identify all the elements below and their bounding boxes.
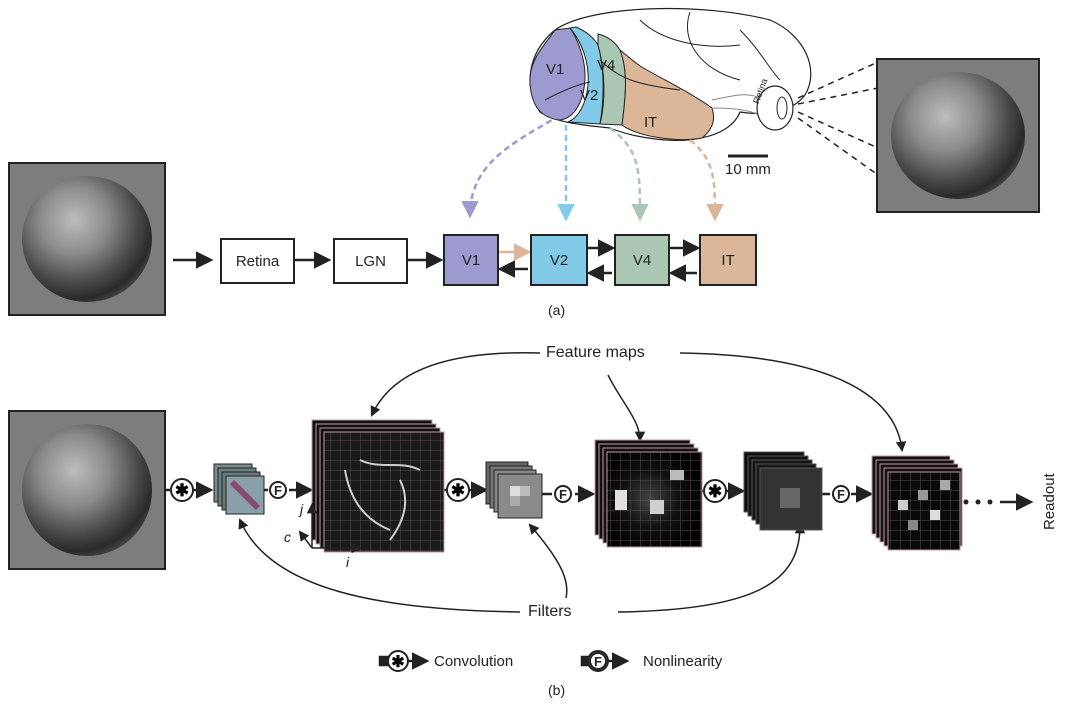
retina-box: Retina <box>220 238 295 284</box>
legend-conv-glyph: ✱ <box>391 654 404 671</box>
brain-v2-label: V2 <box>580 87 599 104</box>
filter-stack-3 <box>743 451 823 531</box>
feature-map-stack-1 <box>311 419 445 553</box>
operators: ✱ ✱ ✱ <box>170 478 727 503</box>
legend-convolution-label: Convolution <box>434 653 514 670</box>
readout-label: Readout <box>1041 473 1058 530</box>
conv-op-1: ✱ <box>170 478 194 502</box>
feature-maps-label: Feature maps <box>546 344 645 361</box>
it-label: IT <box>721 251 735 269</box>
input-image-a <box>8 162 166 316</box>
retina-label: Retina <box>235 252 280 270</box>
f-glyph: F <box>837 486 845 502</box>
input-image-b <box>8 410 166 570</box>
nonlinearity-op-1: F <box>269 481 287 499</box>
f-glyph: F <box>559 486 567 502</box>
legend-nonlinearity-label: Nonlinearity <box>643 653 723 670</box>
v2-box: V2 <box>530 234 588 286</box>
feature-map-stack-3 <box>871 455 963 551</box>
filter-stack-1 <box>213 463 265 515</box>
axis-c-label: c <box>284 529 291 545</box>
svg-text:✱: ✱ <box>708 482 722 501</box>
feature-map-stack-2 <box>594 439 703 548</box>
v4-projection <box>609 126 649 222</box>
ellipsis-dots <box>963 499 993 505</box>
filter-stack-2 <box>485 461 543 519</box>
conv-op-2: ✱ <box>446 478 470 502</box>
caption-a: (a) <box>548 302 566 318</box>
v1-projection <box>461 113 561 219</box>
conv-chain <box>163 481 1034 511</box>
v1-box: V1 <box>443 234 499 286</box>
axis-i-label: i <box>346 554 350 570</box>
f-glyph: F <box>594 653 602 669</box>
tensor-axes <box>298 502 363 554</box>
svg-text:✱: ✱ <box>175 481 189 500</box>
f-glyph: F <box>274 482 282 498</box>
stimulus-image <box>876 58 1040 213</box>
v1-label: V1 <box>461 251 481 269</box>
axis-j-label: j <box>300 501 304 517</box>
it-projection <box>689 139 724 222</box>
lgn-box: LGN <box>333 238 408 284</box>
v2-label: V2 <box>549 251 569 269</box>
legend-nonlinearity-glyph: F <box>589 652 607 670</box>
svg-text:✱: ✱ <box>451 481 465 500</box>
it-box: IT <box>699 234 757 286</box>
brain-it-label: IT <box>644 114 658 131</box>
caption-b: (b) <box>548 682 566 698</box>
v4-label: V4 <box>632 251 652 269</box>
nonlinearity-op-2: F <box>554 485 572 503</box>
nonlinearity-op-3: F <box>832 485 850 503</box>
brain-v4-label: V4 <box>597 57 616 74</box>
brain-v1-label: V1 <box>546 61 565 78</box>
feature-map-arrows <box>238 352 907 613</box>
filters-label: Filters <box>528 603 572 620</box>
pipeline-arrows <box>173 239 701 282</box>
v4-box: V4 <box>614 234 670 286</box>
scale-bar-label: 10 mm <box>725 161 771 178</box>
brain-drawing <box>529 7 812 158</box>
conv-op-3: ✱ <box>703 479 727 503</box>
lgn-label: LGN <box>355 252 386 270</box>
